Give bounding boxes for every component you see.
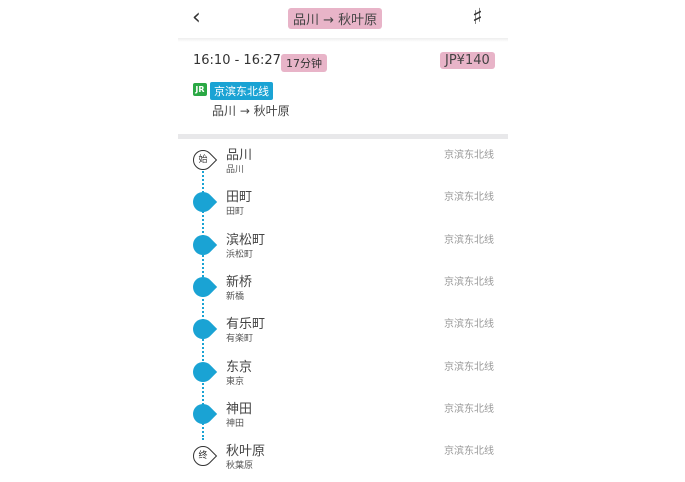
stop-marker-icon: [188, 230, 218, 259]
station-row[interactable]: 有乐町有楽町 京滨东北线: [178, 313, 508, 355]
marker-label: 始: [198, 155, 208, 165]
station-name: 有乐町: [226, 317, 266, 333]
station-row[interactable]: 滨松町浜松町 京滨东北线: [178, 229, 508, 271]
back-button[interactable]: ‹: [192, 5, 201, 30]
stop-marker-icon: [188, 188, 218, 217]
route-line: [202, 168, 204, 440]
header-divider: [178, 38, 508, 42]
station-line: 京滨东北线: [444, 361, 494, 373]
station-row[interactable]: 神田神田 京滨东北线: [178, 398, 508, 440]
station-local-name: 品川: [226, 165, 245, 175]
start-marker-icon: 始: [188, 145, 218, 175]
station-name: 神田: [226, 401, 253, 417]
station-line: 京滨东北线: [444, 234, 494, 246]
station-name: 东京: [226, 359, 253, 375]
station-local-name: 田町: [226, 207, 245, 218]
station-local-name: 神田: [226, 418, 245, 429]
station-line: 京滨东北线: [444, 403, 494, 415]
stop-marker-icon: [188, 272, 218, 302]
station-row[interactable]: 东京東京 京滨东北线: [178, 356, 508, 398]
station-name: 品川: [226, 148, 253, 163]
station-name: 秋叶原: [226, 444, 266, 460]
station-local-name: 新橋: [226, 291, 245, 302]
stop-marker-icon: [188, 399, 218, 428]
station-row[interactable]: 始品川品川京滨东北线: [178, 144, 508, 186]
station-row[interactable]: 终 秋叶原秋葉原 京滨东北线: [178, 440, 508, 482]
page-title: 品川 → 秋叶原: [288, 8, 383, 29]
section-divider: [178, 134, 508, 139]
price: JP¥140: [440, 52, 495, 69]
station-line: 京滨东北线: [444, 192, 494, 204]
grid-icon[interactable]: ♯: [472, 5, 483, 30]
jr-logo-icon: JR: [193, 83, 207, 96]
stop-marker-icon: [188, 315, 218, 344]
station-local-name: 有楽町: [226, 334, 254, 345]
station-name: 田町: [226, 190, 253, 206]
line-badge: 京滨东北线: [210, 82, 273, 100]
station-local-name: 浜松町: [226, 249, 254, 260]
station-line: 京滨东北线: [444, 150, 494, 161]
station-local-name: 秋葉原: [226, 461, 254, 472]
route-text: 品川 → 秋叶原: [212, 104, 290, 118]
time-range: 16:10 - 16:27: [193, 53, 281, 68]
station-line: 京滨东北线: [444, 446, 494, 458]
station-name: 新桥: [226, 274, 253, 290]
station-row[interactable]: 新桥新橋 京滨东北线: [178, 271, 508, 313]
end-marker-icon: 终: [188, 441, 218, 471]
duration: 17分钟: [281, 54, 327, 72]
stop-marker-icon: [188, 357, 218, 386]
marker-label: 终: [198, 451, 208, 462]
station-name: 滨松町: [226, 232, 266, 248]
station-local-name: 東京: [226, 376, 245, 387]
station-line: 京滨东北线: [444, 319, 494, 331]
station-row[interactable]: 田町田町 京滨东北线: [178, 186, 508, 228]
station-line: 京滨东北线: [444, 276, 494, 288]
